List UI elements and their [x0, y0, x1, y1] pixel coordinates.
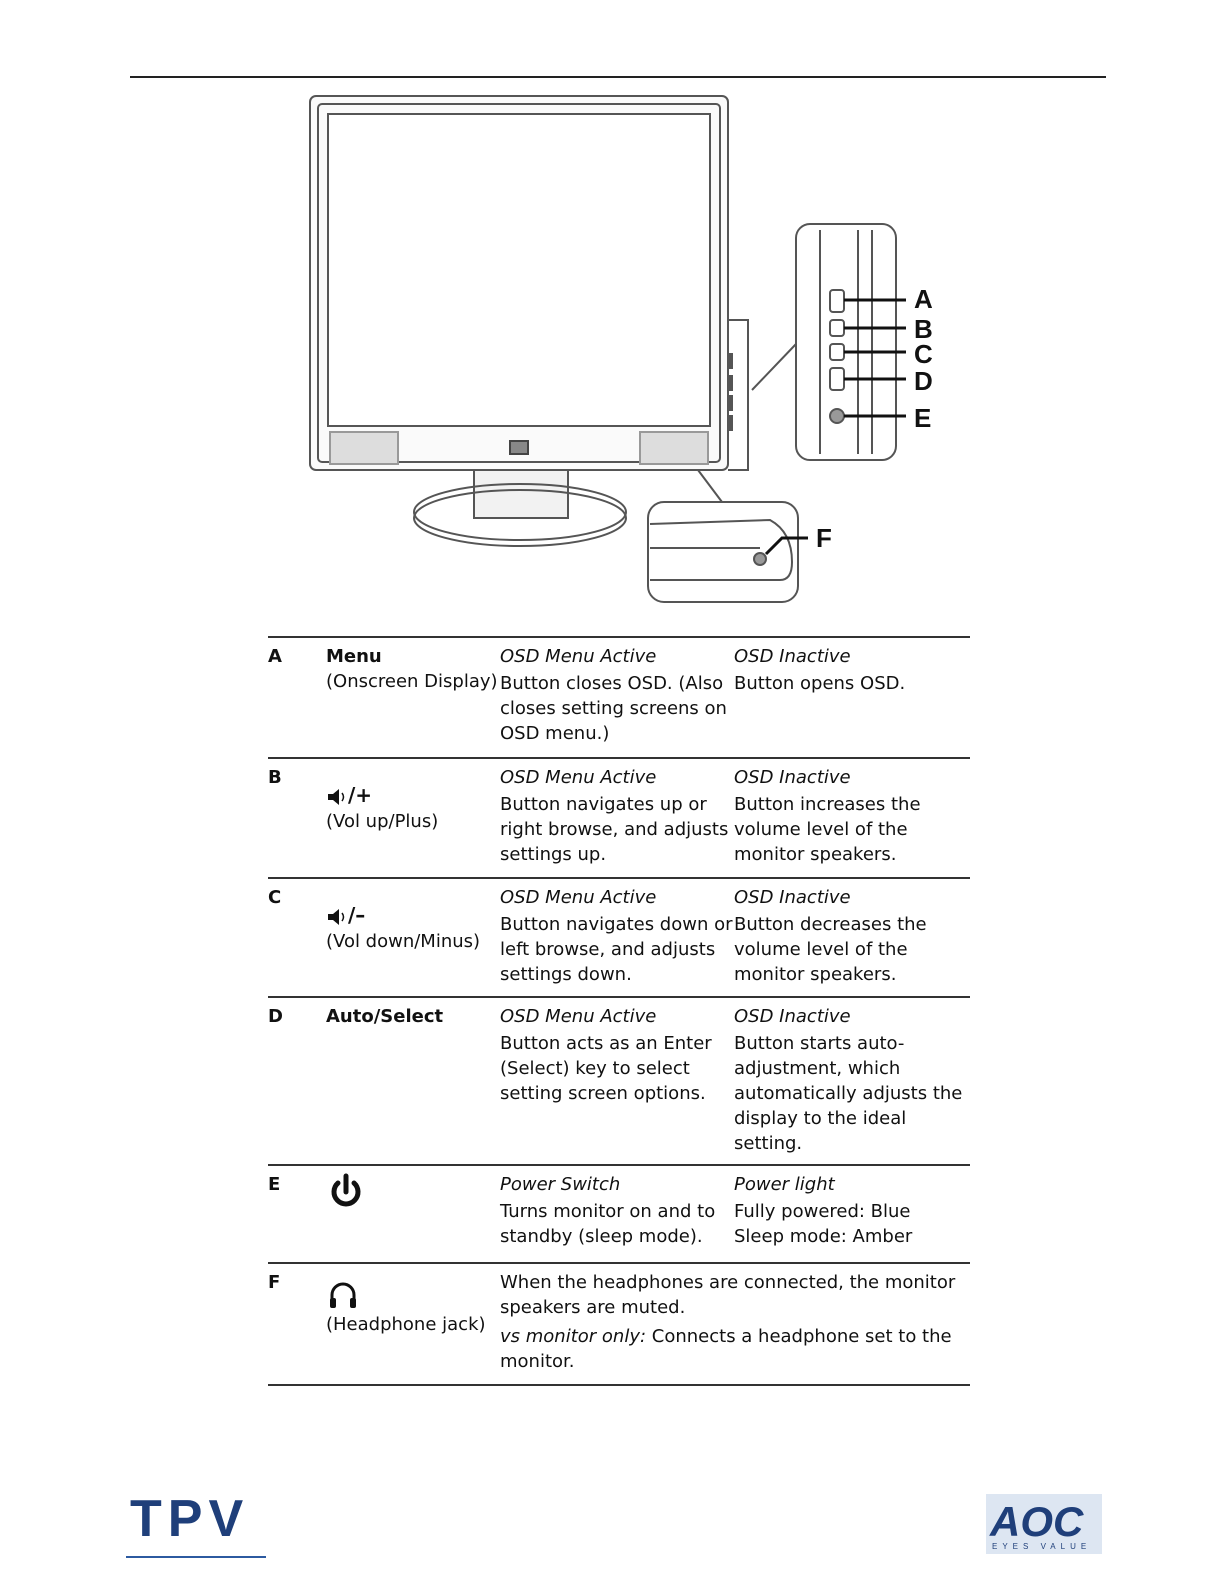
osd-active-cell: OSD Menu Active Button navigates up or r… — [500, 758, 734, 878]
osd-inactive-text: Button opens OSD. — [734, 673, 906, 694]
headphone-description-cell: When the headphones are connected, the m… — [500, 1263, 970, 1385]
control-subtitle: (Onscreen Display) — [326, 671, 498, 692]
osd-active-cell: OSD Menu Active Button closes OSD. (Also… — [500, 637, 734, 758]
osd-active-text: Button acts as an Enter (Select) key to … — [500, 1033, 712, 1104]
callout-label-b: B — [914, 314, 933, 344]
control-name-cell: Auto/Select — [326, 997, 500, 1165]
control-name-cell: (Headphone jack) — [326, 1263, 500, 1385]
callout-label-d: D — [914, 366, 933, 396]
headphone-note-label: vs monitor only: — [500, 1326, 647, 1347]
osd-inactive-cell: OSD Inactive Button increases the volume… — [734, 758, 970, 878]
row-letter: F — [268, 1272, 281, 1293]
headphone-text: When the headphones are connected, the m… — [500, 1272, 956, 1318]
row-letter: B — [268, 767, 282, 788]
control-subtitle: (Vol down/Minus) — [326, 931, 481, 952]
table-row: A Menu (Onscreen Display) OSD Menu Activ… — [268, 637, 970, 758]
osd-inactive-text: Button increases the volume level of the… — [734, 794, 921, 865]
table-row: D Auto/Select OSD Menu Active Button act… — [268, 997, 970, 1165]
osd-active-cell: OSD Menu Active Button acts as an Enter … — [500, 997, 734, 1165]
control-symbol: /+ — [348, 783, 373, 807]
osd-inactive-text: Button decreases the volume level of the… — [734, 914, 927, 985]
callout-label-f: F — [816, 523, 832, 553]
osd-active-title: OSD Menu Active — [500, 767, 657, 788]
osd-active-title: OSD Menu Active — [500, 1006, 657, 1027]
osd-active-title: OSD Menu Active — [500, 646, 657, 667]
osd-active-text: Button navigates down or left browse, an… — [500, 914, 733, 985]
power-switch-text: Turns monitor on and to standby (sleep m… — [500, 1201, 716, 1247]
control-name-cell: Menu (Onscreen Display) — [326, 637, 500, 758]
osd-inactive-title: OSD Inactive — [734, 646, 851, 667]
osd-inactive-cell: OSD Inactive Button decreases the volume… — [734, 878, 970, 997]
row-letter: E — [268, 1174, 281, 1195]
callout-label-e: E — [914, 403, 931, 433]
osd-active-cell: OSD Menu Active Button navigates down or… — [500, 878, 734, 997]
tpv-underline — [126, 1556, 266, 1558]
control-name-cell: /– (Vol down/Minus) — [326, 878, 500, 997]
osd-inactive-cell: Power light Fully powered: Blue Sleep mo… — [734, 1165, 970, 1263]
osd-inactive-title: OSD Inactive — [734, 767, 851, 788]
power-switch-title: Power Switch — [500, 1174, 621, 1195]
control-name: Menu — [326, 646, 382, 667]
aoc-logo: AOC EYES VALUE — [986, 1494, 1102, 1554]
osd-inactive-cell: OSD Inactive Button starts auto-adjustme… — [734, 997, 970, 1165]
osd-inactive-title: OSD Inactive — [734, 887, 851, 908]
row-letter: C — [268, 887, 282, 908]
row-letter: A — [268, 646, 282, 667]
headphone-icon — [330, 1282, 356, 1308]
speaker-icon — [328, 789, 345, 805]
osd-active-cell: Power Switch Turns monitor on and to sta… — [500, 1165, 734, 1263]
control-subtitle: (Headphone jack) — [326, 1314, 486, 1335]
power-light-title: Power light — [734, 1174, 835, 1195]
controls-table: A Menu (Onscreen Display) OSD Menu Activ… — [268, 636, 970, 1386]
control-subtitle: (Vol up/Plus) — [326, 811, 439, 832]
tpv-logo: TPV — [130, 1490, 249, 1544]
aoc-tagline: EYES VALUE — [992, 1542, 1091, 1551]
row-letter: D — [268, 1006, 283, 1027]
table-row: E Power Switch Turns monitor on and to s… — [268, 1165, 970, 1263]
table-row: F (Headphone jack) When the headphones a… — [268, 1263, 970, 1385]
osd-active-text: Button closes OSD. (Also closes setting … — [500, 673, 727, 744]
control-name-cell — [326, 1165, 500, 1263]
tpv-logo-text: TPV — [130, 1490, 249, 1544]
table-row: B /+ (Vol up/Plus) OSD Menu Active Butto… — [268, 758, 970, 878]
control-name: Auto/Select — [326, 1006, 444, 1027]
speaker-icon — [328, 909, 345, 925]
power-light-full: Fully powered: Blue — [734, 1201, 911, 1222]
table-row: C /– (Vol down/Minus) OSD Menu Active Bu… — [268, 878, 970, 997]
callout-label-a: A — [914, 284, 933, 314]
monitor-diagram: A B C D E F — [309, 95, 933, 603]
header-rule — [130, 76, 1106, 78]
control-name-cell: /+ (Vol up/Plus) — [326, 758, 500, 878]
osd-inactive-text: Button starts auto-adjustment, which aut… — [734, 1033, 963, 1154]
power-icon — [331, 1173, 361, 1207]
osd-inactive-cell: OSD Inactive Button opens OSD. — [734, 637, 970, 758]
osd-active-title: OSD Menu Active — [500, 887, 657, 908]
power-light-sleep: Sleep mode: Amber — [734, 1226, 913, 1247]
callout-label-c: C — [914, 339, 933, 369]
aoc-logo-text: AOC — [989, 1498, 1084, 1545]
osd-active-text: Button navigates up or right browse, and… — [500, 794, 729, 865]
headphone-note-text: Connects a headphone set to the monitor. — [500, 1326, 952, 1372]
control-symbol: /– — [348, 903, 366, 927]
osd-inactive-title: OSD Inactive — [734, 1006, 851, 1027]
